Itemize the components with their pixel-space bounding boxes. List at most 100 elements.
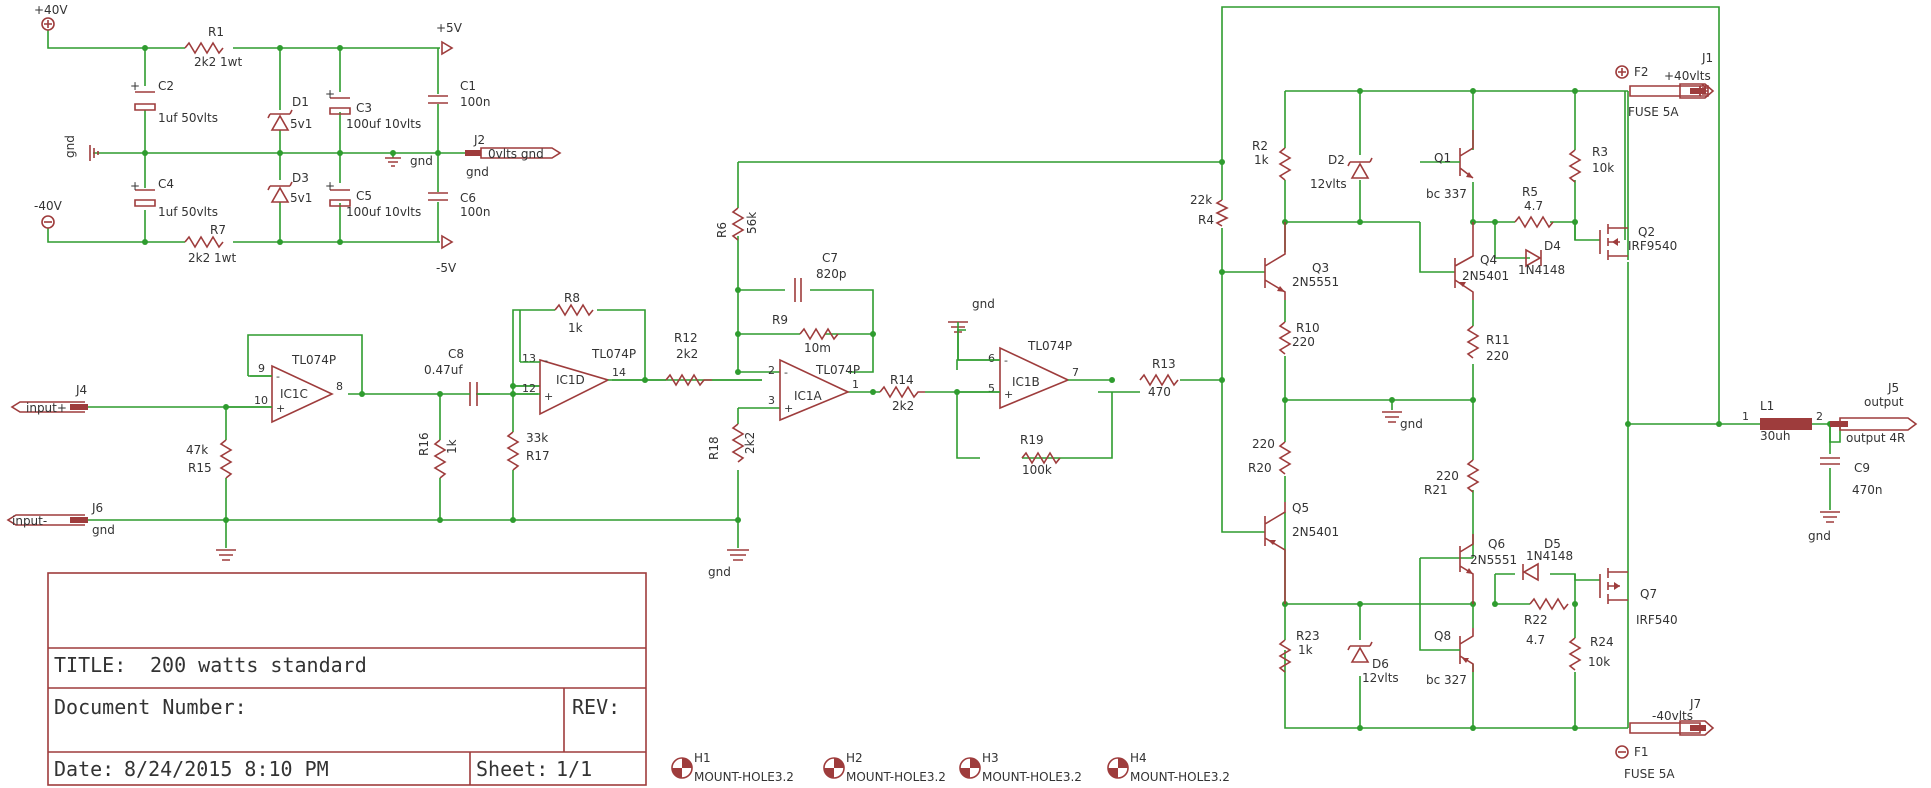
ground-mid-icon [385, 157, 401, 167]
r6-value: 56k [745, 212, 759, 234]
q7-ref: Q7 [1640, 587, 1657, 601]
m5-label: -5V [436, 261, 457, 275]
c3-capacitor [329, 97, 351, 115]
q6-value: 2N5551 [1470, 553, 1517, 567]
title-block-frame [47, 572, 647, 786]
svg-text:+: + [1004, 388, 1013, 401]
j5-connector [1839, 417, 1918, 431]
gnd-c9-label: gnd [1808, 529, 1831, 543]
j2-ref: J2 [473, 133, 485, 147]
r2-ref: R2 [1252, 139, 1268, 153]
ground-center-icon [1382, 411, 1402, 423]
f1-value: FUSE 5A [1624, 767, 1675, 781]
r4-ref: R4 [1198, 213, 1214, 227]
svg-text:-: - [544, 354, 548, 367]
r21-ref: R21 [1424, 483, 1448, 497]
r7-value: 2k2 1wt [188, 251, 236, 265]
r8-value: 1k [568, 321, 583, 335]
ic1c-value: TL074P [291, 353, 336, 367]
r15-ref: R15 [188, 461, 212, 475]
c6-ref: C6 [460, 191, 476, 205]
c6-value: 100n [460, 205, 491, 219]
j4-value: input+ [26, 401, 67, 415]
p40-label: +40V [34, 3, 68, 17]
sheet-value: 1/1 [556, 757, 592, 781]
d5-diode-icon [1522, 562, 1539, 582]
q6-ref: Q6 [1488, 537, 1505, 551]
r8-resistor [554, 303, 594, 317]
c2-capacitor [134, 91, 156, 111]
gnd-mid-label: gnd [410, 154, 433, 168]
mount-hole-ref: H2 [846, 751, 863, 765]
mount-hole-ref: H3 [982, 751, 999, 765]
f2-fuse [1629, 85, 1701, 97]
r17-resistor [506, 431, 520, 471]
d3-zener-icon [267, 181, 293, 203]
d4-diode-icon [1525, 248, 1542, 268]
r13-value: 470 [1148, 385, 1171, 399]
ic1d-value: TL074P [591, 347, 636, 361]
svg-text:+: + [325, 87, 335, 101]
q4-pnp-icon [1454, 222, 1474, 300]
r3-ref: R3 [1592, 145, 1608, 159]
ic1d-ref: IC1D [556, 373, 585, 387]
q1-npn-icon [1459, 130, 1474, 179]
mount-hole-value: MOUNT-HOLE3.2 [982, 770, 1082, 784]
r11-ref: R11 [1486, 333, 1510, 347]
mount-hole-value: MOUNT-HOLE3.2 [846, 770, 946, 784]
r22-ref: R22 [1524, 613, 1548, 627]
j2-value: 0vlts gnd [488, 147, 544, 161]
p5-label: +5V [436, 21, 463, 35]
q3-npn-icon [1264, 222, 1286, 300]
r21-value: 220 [1436, 469, 1459, 483]
r20-resistor [1278, 441, 1292, 475]
q8-value: bc 327 [1426, 673, 1467, 687]
r7-ref: R7 [210, 223, 226, 237]
r20-value: 220 [1252, 437, 1275, 451]
ground-left-icon [89, 145, 99, 161]
d1-zener-icon [267, 109, 293, 131]
d2-ref: D2 [1328, 153, 1345, 167]
r3-value: 10k [1592, 161, 1614, 175]
d1-ref: D1 [292, 95, 309, 109]
q5-value: 2N5401 [1292, 525, 1339, 539]
ic1b-value: TL074P [1027, 339, 1072, 353]
r19-ref: R19 [1020, 433, 1044, 447]
p5-flag-icon [441, 40, 454, 56]
r21-resistor [1466, 459, 1480, 493]
j6-ref: J6 [91, 501, 103, 515]
q2-pmos-icon [1599, 224, 1628, 260]
m40-label: -40V [34, 199, 63, 213]
r9-value: 10m [804, 341, 831, 355]
q5-pnp-icon [1264, 502, 1286, 604]
r5-ref: R5 [1522, 185, 1538, 199]
d2-value: 12vlts [1310, 177, 1347, 191]
d4-ref: D4 [1544, 239, 1561, 253]
mount-hole-value: MOUNT-HOLE3.2 [694, 770, 794, 784]
r1-resistor [184, 41, 224, 55]
c2-value: 1uf 50vlts [158, 111, 218, 125]
d3-value: 5v1 [290, 191, 312, 205]
j5-ref: J5 [1887, 381, 1899, 395]
ground-c9-icon [1820, 511, 1840, 523]
j7-value: -40vlts [1652, 709, 1693, 723]
q6-npn-icon [1459, 534, 1474, 604]
svg-text:2: 2 [1816, 410, 1823, 423]
l1-ref: L1 [1760, 399, 1774, 413]
r12-resistor [665, 373, 712, 387]
j4-ref: J4 [75, 383, 87, 397]
svg-text:2: 2 [768, 364, 775, 377]
j6-connector [6, 514, 85, 526]
ic1a-ref: IC1A [794, 389, 823, 403]
r20-ref: R20 [1248, 461, 1272, 475]
svg-text:14: 14 [612, 366, 626, 379]
r13-ref: R13 [1152, 357, 1176, 371]
svg-text:+: + [544, 390, 553, 403]
svg-text:10: 10 [254, 394, 268, 407]
l1-inductor [1760, 418, 1812, 430]
d6-ref: D6 [1372, 657, 1389, 671]
svg-text:+: + [325, 179, 335, 193]
f2-ref: F2 [1634, 65, 1649, 79]
q1-ref: Q1 [1434, 151, 1451, 165]
svg-text:12: 12 [522, 382, 536, 395]
